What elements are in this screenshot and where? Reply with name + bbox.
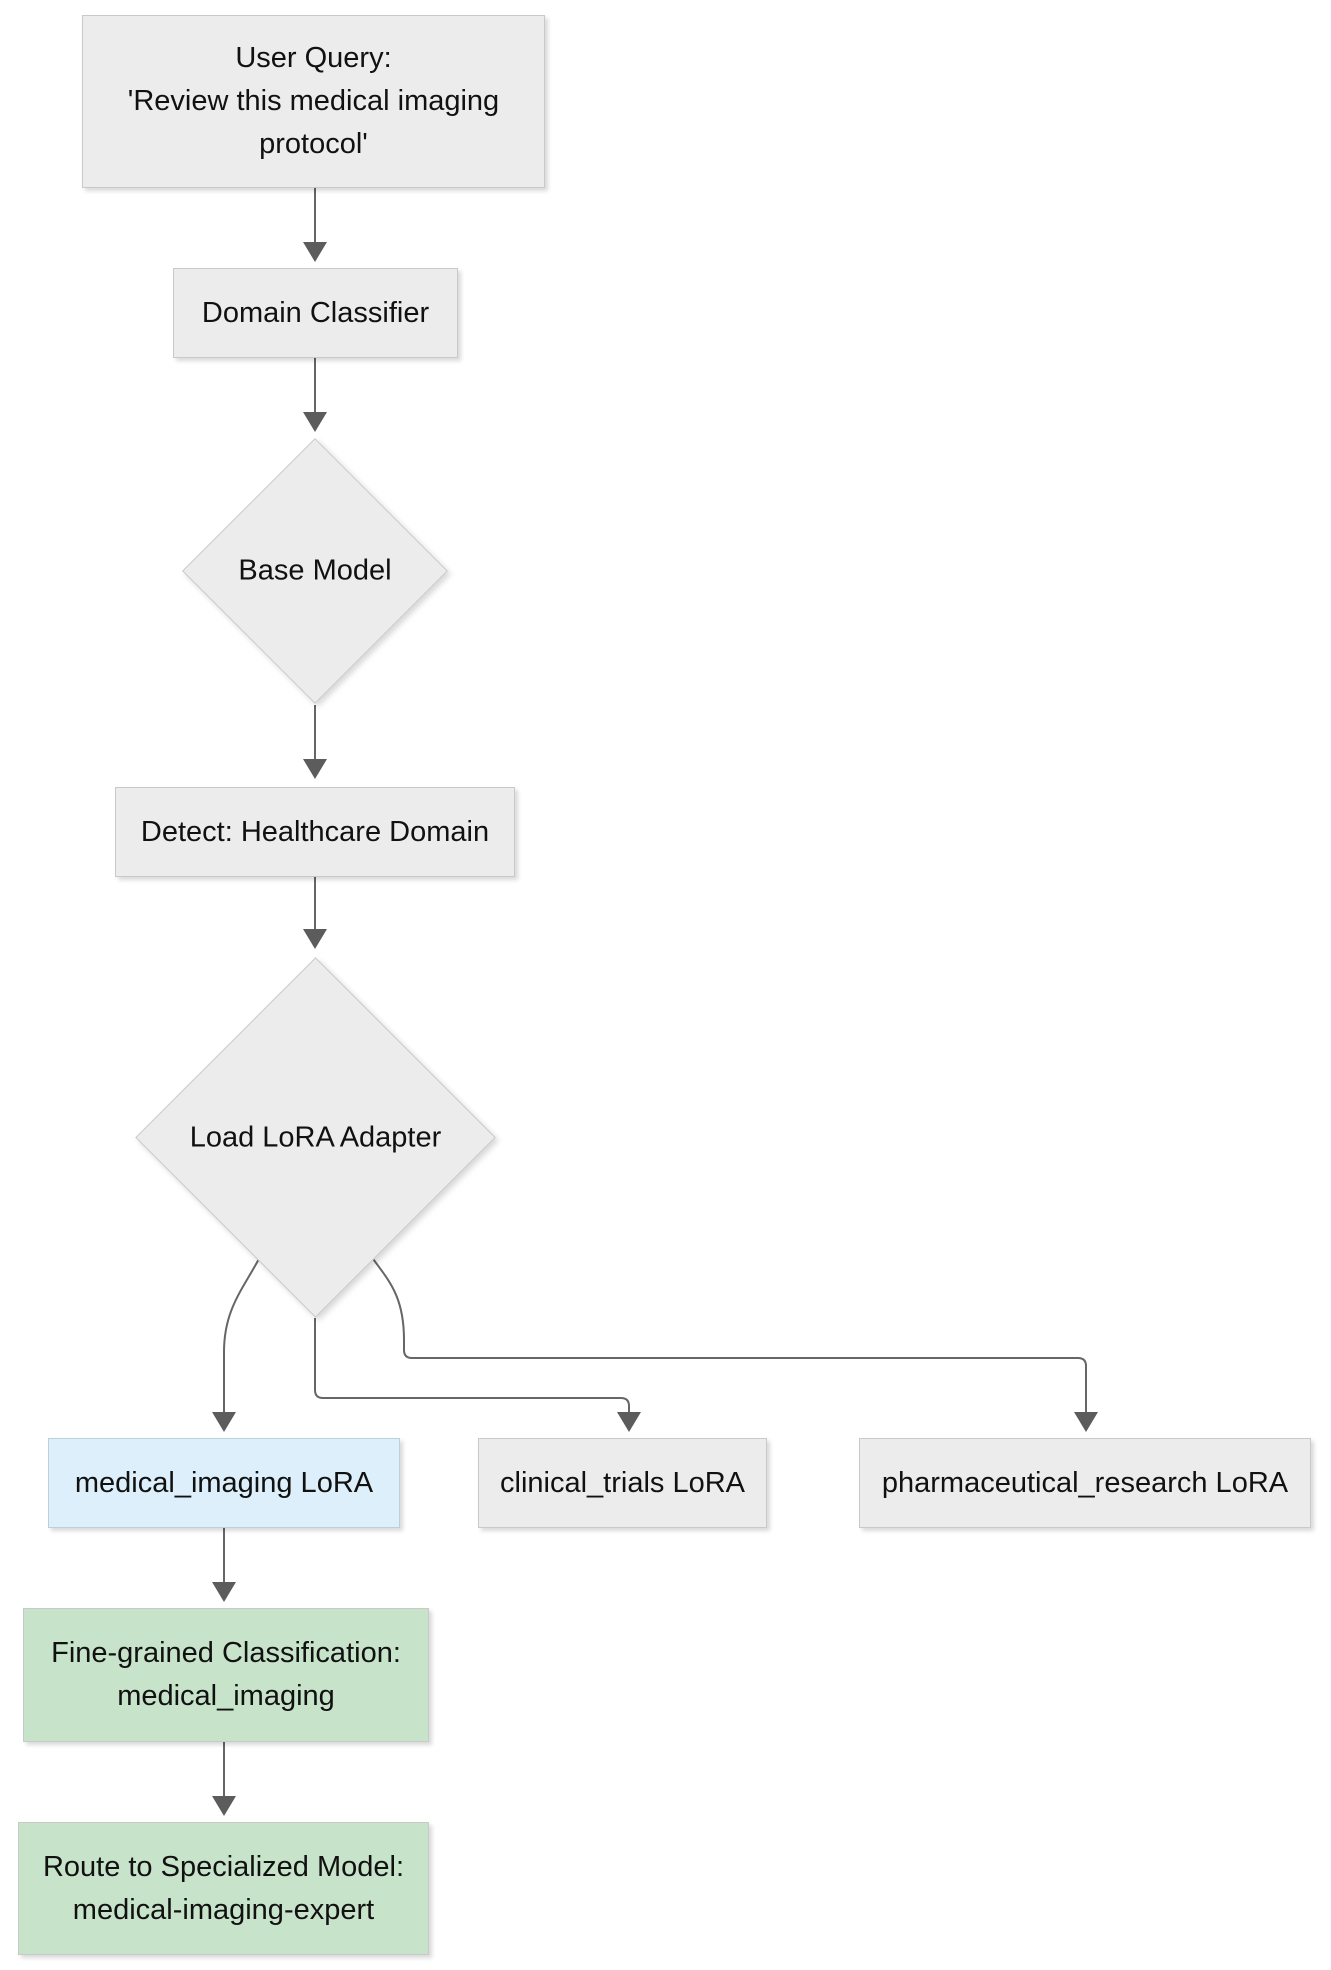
- edge-load-adapter-to-clinical-trials: [314, 1318, 630, 1412]
- node-load-adapter-label: Load LoRA Adapter: [189, 1121, 442, 1153]
- arrowhead-icon: [212, 1796, 236, 1816]
- node-user-query: User Query: 'Review this medical imaging…: [82, 15, 545, 188]
- node-clinical-trials-lora: clinical_trials LoRA: [478, 1438, 767, 1528]
- arrowhead-icon: [1074, 1412, 1098, 1432]
- node-fine-grained-line1: Fine-grained Classification:: [51, 1637, 401, 1669]
- arrowhead-icon: [212, 1582, 236, 1602]
- node-base-model: Base Model: [182, 438, 448, 704]
- arrowhead-icon: [303, 412, 327, 432]
- node-user-query-line1: User Query:: [235, 42, 392, 74]
- node-pharmaceutical-research-lora: pharmaceutical_research LoRA: [859, 1438, 1311, 1528]
- arrowhead-icon: [303, 759, 327, 779]
- node-detect-healthcare: Detect: Healthcare Domain: [115, 787, 515, 877]
- node-route-specialized-model: Route to Specialized Model: medical-imag…: [18, 1822, 429, 1955]
- node-fine-grained-line2: medical_imaging: [117, 1680, 335, 1712]
- arrowhead-icon: [212, 1412, 236, 1432]
- node-route-line2: medical-imaging-expert: [72, 1893, 375, 1926]
- arrowhead-icon: [303, 929, 327, 949]
- arrowhead-icon: [303, 242, 327, 262]
- node-route-line1: Route to Specialized Model:: [42, 1850, 405, 1883]
- node-fine-grained-classification: Fine-grained Classification: medical_ima…: [23, 1608, 429, 1742]
- node-base-model-label: Base Model: [238, 554, 392, 587]
- arrowhead-icon: [617, 1412, 641, 1432]
- node-user-query-line2: 'Review this medical imaging: [127, 85, 500, 117]
- edge-load-adapter-to-pharmaceutical: [370, 1255, 1087, 1412]
- node-domain-classifier: Domain Classifier: [173, 268, 458, 358]
- node-medical-imaging-lora: medical_imaging LoRA: [48, 1438, 400, 1528]
- node-load-adapter: Load LoRA Adapter: [135, 957, 496, 1318]
- node-user-query-line3: protocol': [259, 128, 368, 160]
- edge-load-adapter-to-medical-imaging: [223, 1254, 262, 1412]
